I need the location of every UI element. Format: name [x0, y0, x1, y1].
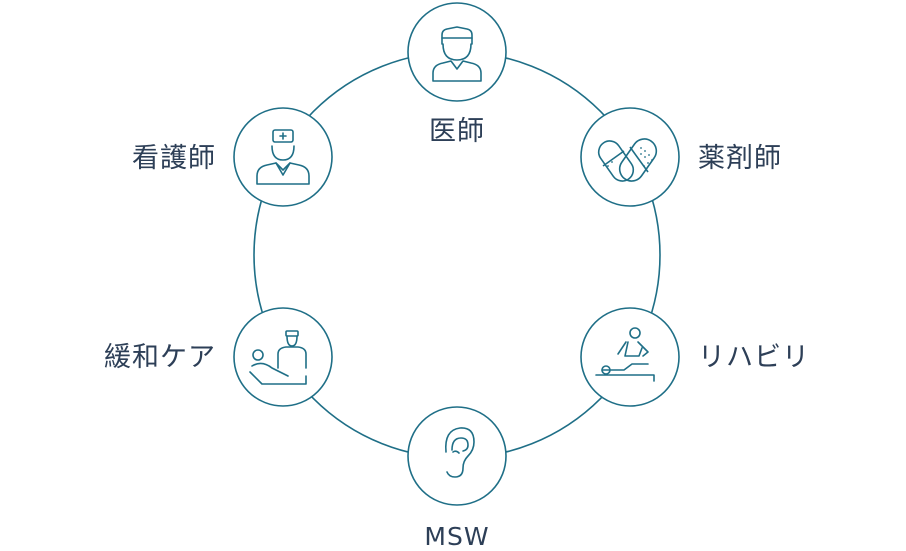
nurse-label: 看護師 — [132, 143, 216, 174]
rehab-label: リハビリ — [698, 342, 810, 373]
pills-icon — [597, 138, 658, 182]
doctor-label: 医師 — [429, 116, 485, 147]
nurse-icon — [256, 129, 310, 185]
patient-care-icon — [249, 330, 307, 385]
node-msw — [407, 406, 507, 506]
palliative-care-label: 緩和ケア — [104, 342, 216, 373]
node-nurse — [233, 107, 333, 207]
pharmacist-label: 薬剤師 — [698, 143, 782, 174]
node-palliative — [233, 307, 333, 407]
ear-icon — [444, 427, 475, 478]
doctor-icon — [432, 26, 482, 82]
node-rehab — [580, 307, 680, 407]
msw-label: MSW — [424, 522, 490, 551]
node-doctor — [407, 2, 507, 102]
node-pharmacist — [580, 107, 680, 207]
team-ring — [253, 51, 661, 459]
physiotherapy-icon — [595, 327, 655, 382]
